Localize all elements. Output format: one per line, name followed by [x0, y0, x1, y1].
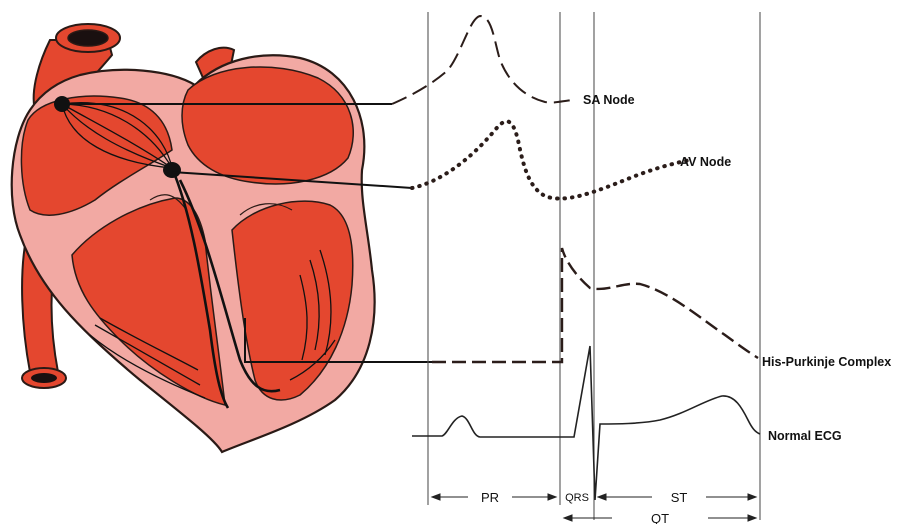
av-node [163, 162, 181, 178]
sa-node-trace [392, 16, 575, 104]
action-potential-traces [392, 16, 760, 500]
av-node-trace [412, 121, 690, 198]
timing-grid [428, 12, 760, 520]
av-node-label: AV Node [680, 155, 731, 169]
left-atrium [182, 67, 353, 184]
normal-ecg-trace [412, 346, 760, 500]
st-interval-label: ST [671, 490, 688, 505]
heart-illustration [12, 24, 432, 452]
pr-interval-label: PR [481, 490, 499, 505]
sa-node-label: SA Node [583, 93, 635, 107]
normal-ecg-label: Normal ECG [768, 429, 842, 443]
qt-interval-label: QT [651, 511, 669, 524]
qrs-interval-label: QRS [565, 492, 589, 504]
his-purkinje-label: His-Purkinje Complex [762, 355, 891, 369]
his-purkinje-trace [432, 248, 758, 362]
